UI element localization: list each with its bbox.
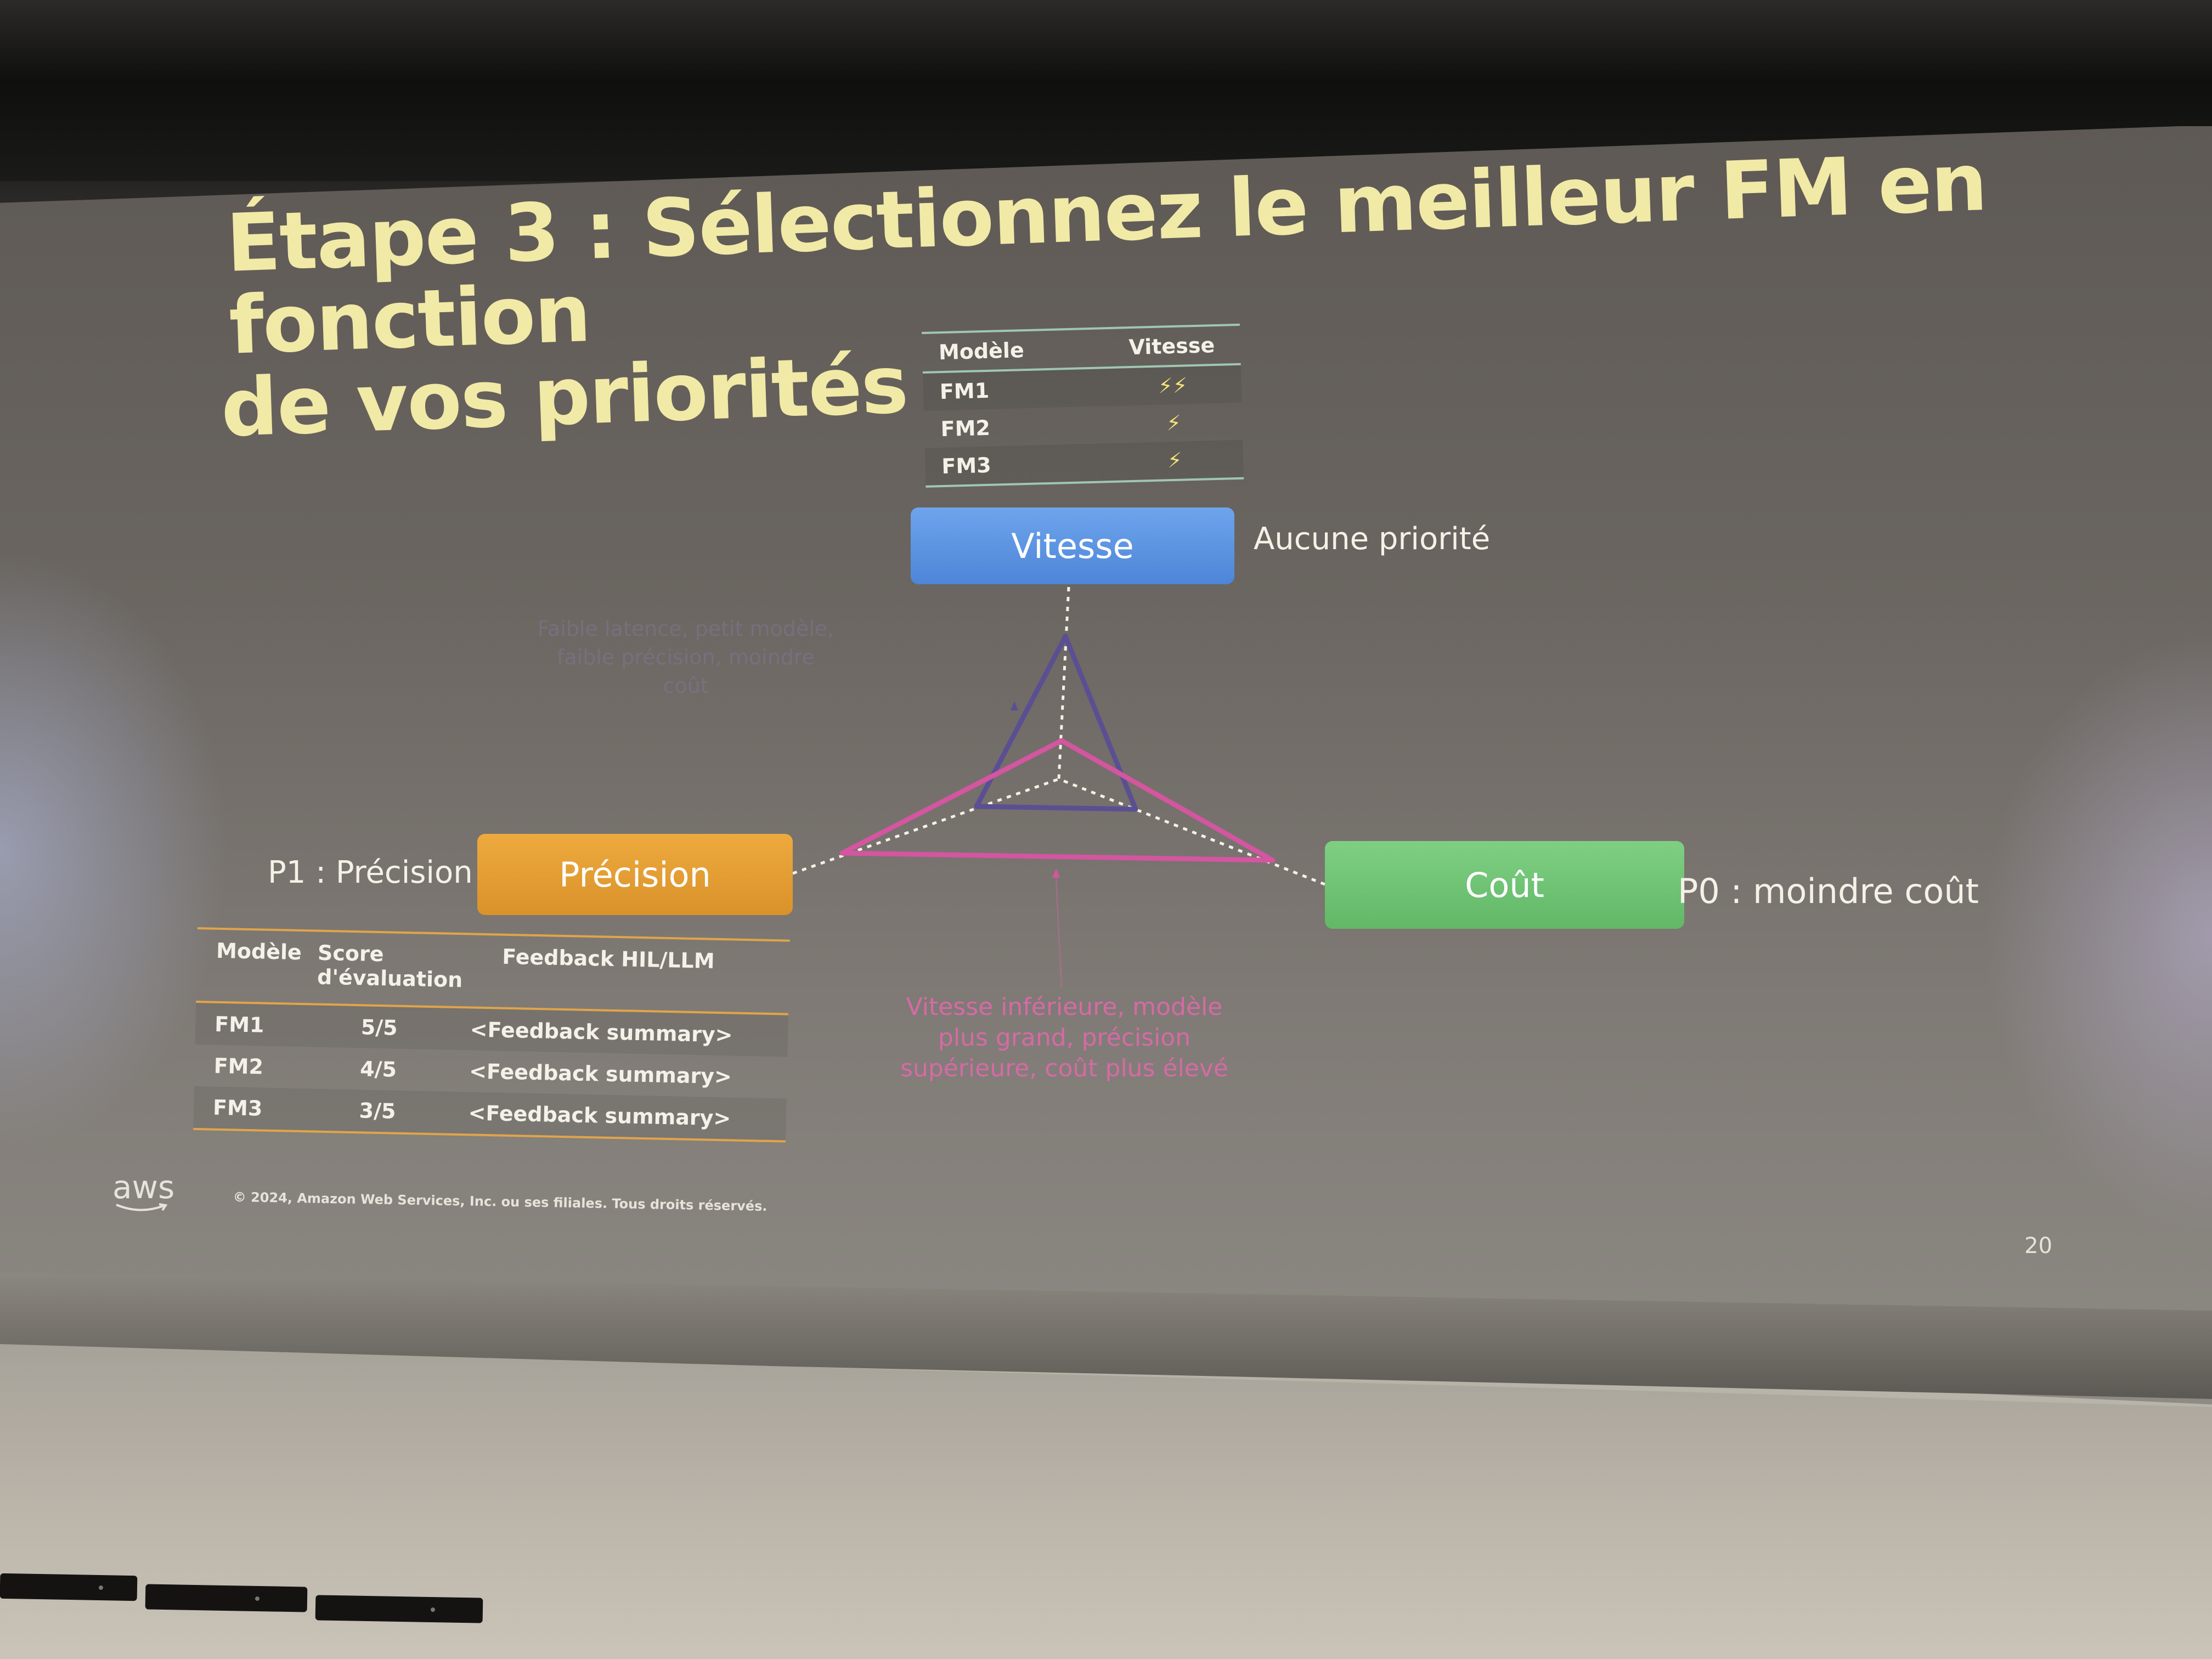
vitesse-box: Vitesse (911, 507, 1234, 584)
aws-logo: aws (112, 1169, 175, 1206)
precision-box: Précision (477, 834, 793, 915)
cout-box: Coût (1325, 841, 1684, 929)
cell-feedback: <Feedback summary> (470, 1017, 733, 1047)
header-score: Score d'évaluation (317, 940, 463, 992)
speed-table: Modèle Vitesse FM1 ⚡⚡ FM2 ⚡ FM3 ⚡ (922, 323, 1244, 488)
pink-annotation: Vitesse inférieure, modèle plus grand, p… (900, 993, 1228, 1082)
ceiling-light-strip (145, 1584, 308, 1612)
header-modele: Modèle (216, 938, 302, 964)
precision-priority-label: P1 : Précision (268, 855, 473, 890)
cell-score: 5/5 (360, 1015, 398, 1040)
cell-model: FM2 (940, 415, 991, 442)
screen-glow-right (1982, 631, 2212, 1234)
ceiling-light-strip (315, 1595, 483, 1623)
cell-score: 4/5 (359, 1057, 397, 1082)
lightning-icon: ⚡ (1166, 410, 1182, 436)
lightning-icon: ⚡ (1167, 448, 1183, 473)
cell-model: FM3 (212, 1095, 263, 1121)
cell-feedback: <Feedback summary> (468, 1101, 731, 1131)
cell-model: FM1 (939, 378, 990, 404)
faint-annotation: Faible latence, petit modèle, faible pré… (537, 617, 834, 698)
ceiling-light-strip (0, 1573, 138, 1601)
cell-feedback: <Feedback summary> (469, 1059, 732, 1089)
header-feedback: Feedback HIL/LLM (501, 944, 715, 973)
header-modele: Modèle (938, 338, 1025, 365)
lightning-icon: ⚡⚡ (1158, 373, 1188, 398)
cout-priority-label: P0 : moindre coût (1678, 871, 1979, 911)
screen-glow-left (0, 549, 230, 1152)
cell-model: FM3 (941, 453, 992, 479)
cell-model: FM2 (213, 1053, 264, 1079)
table-header-row: Modèle Score d'évaluation Feedback HIL/L… (196, 929, 789, 1013)
header-vitesse: Vitesse (1128, 333, 1215, 360)
cell-score: 3/5 (359, 1098, 396, 1124)
page-number: 20 (2024, 1233, 2052, 1259)
aws-smile-icon (116, 1203, 167, 1211)
precision-table: Modèle Score d'évaluation Feedback HIL/L… (193, 927, 790, 1143)
vitesse-priority-label: Aucune priorité (1254, 521, 1491, 557)
cell-model: FM1 (214, 1012, 264, 1037)
